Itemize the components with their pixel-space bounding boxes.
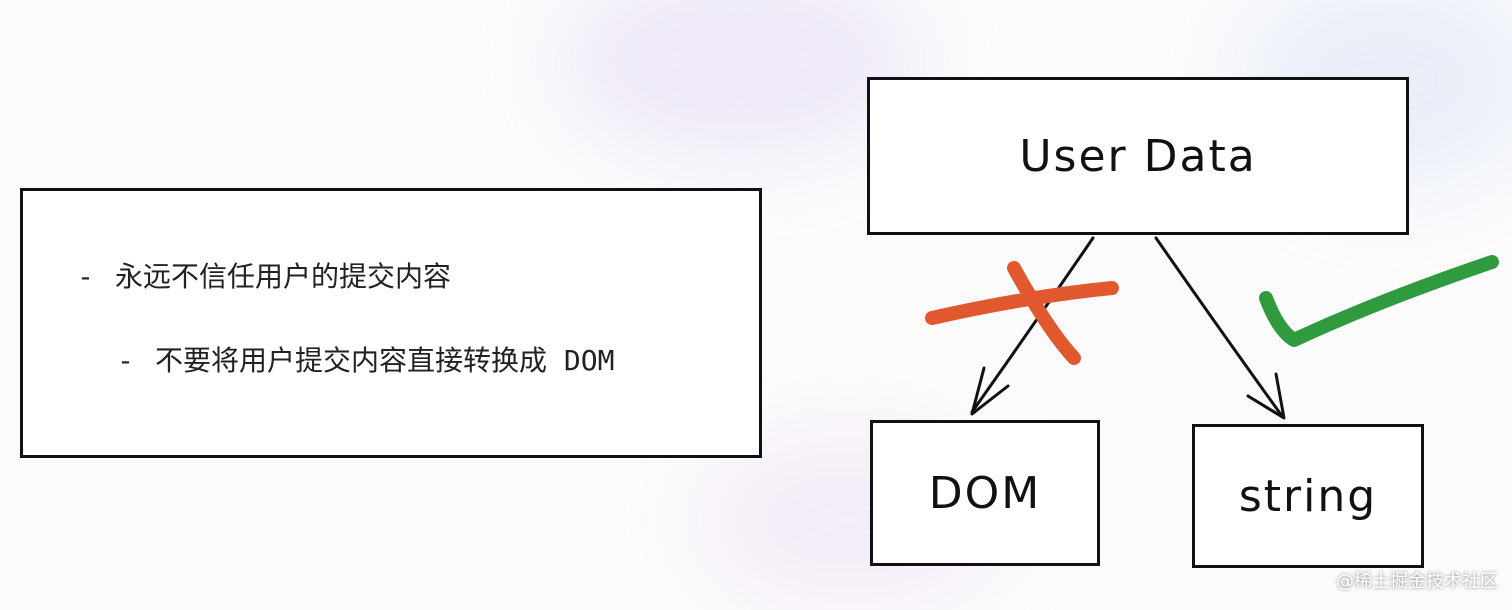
arrow-to-string — [1154, 236, 1284, 418]
user-data-label: User Data — [1019, 130, 1257, 182]
dom-label: DOM — [928, 467, 1042, 519]
note-box: -永远不信任用户的提交内容 -不要将用户提交内容直接转换成 DOM — [20, 188, 762, 458]
watermark: @稀土掘金技术社区 — [1336, 571, 1498, 592]
check-mark-icon — [1259, 255, 1499, 347]
cross-mark-icon — [925, 261, 1119, 365]
bullet-item: -永远不信任用户的提交内容 — [77, 255, 451, 295]
bullet-dash: - — [117, 344, 134, 377]
bullet-dash: - — [77, 260, 94, 293]
sub-bullet-text: 不要将用户提交内容直接转换成 DOM — [155, 344, 615, 377]
string-box: string — [1192, 424, 1424, 568]
dom-box: DOM — [870, 420, 1100, 566]
arrow-to-dom — [970, 236, 1095, 414]
arrow-head-string — [1246, 372, 1286, 420]
sub-bullet-item: -不要将用户提交内容直接转换成 DOM — [117, 339, 614, 379]
bullet-text: 永远不信任用户的提交内容 — [115, 260, 452, 293]
background-blob — [560, 0, 920, 160]
arrow-head-dom — [970, 366, 1010, 416]
string-label: string — [1238, 470, 1378, 522]
user-data-box: User Data — [867, 77, 1409, 235]
